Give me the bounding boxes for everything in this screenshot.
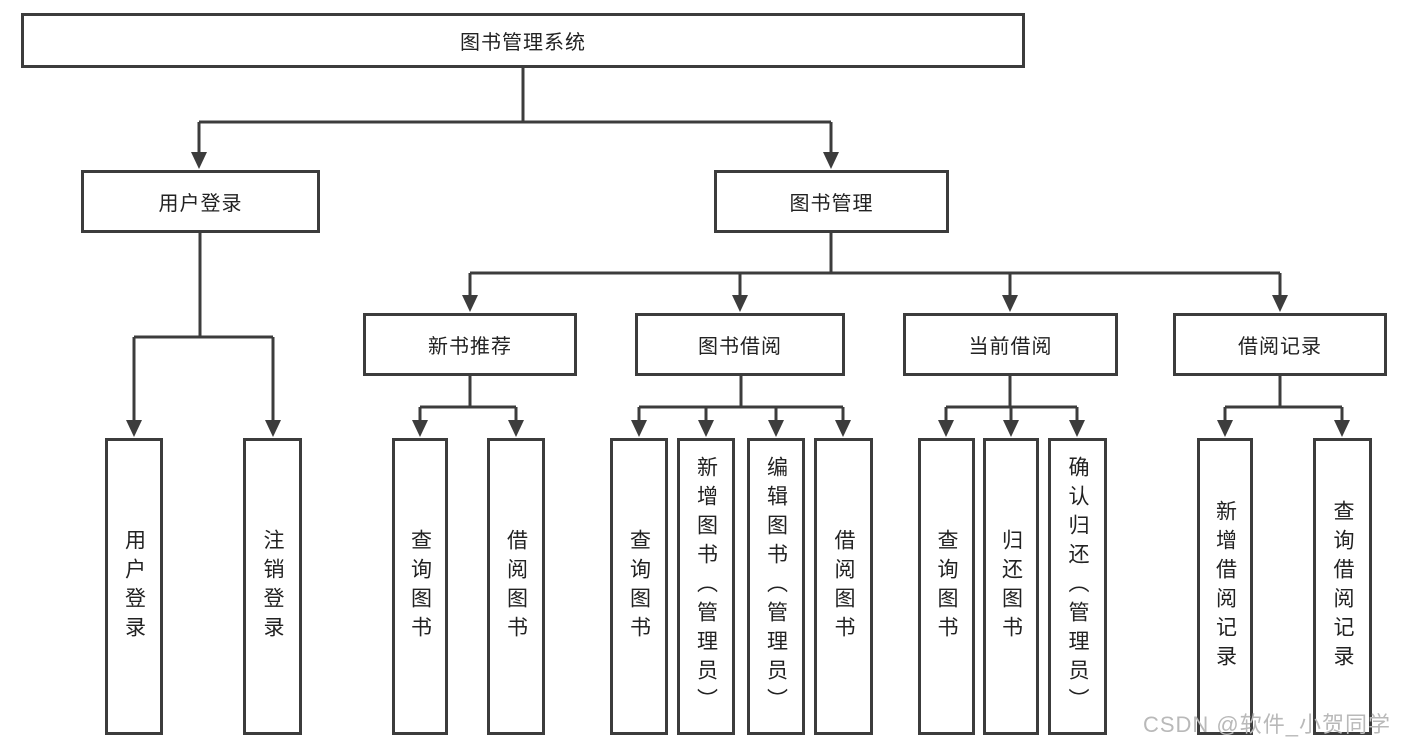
leaf-return-books: 归还图书 [983,438,1039,735]
leaf-confirm-return-admin: 确认归还（管理员） [1048,438,1107,735]
node-label: 查询借阅记录 [1331,499,1354,674]
leaf-query-books-current: 查询图书 [918,438,975,735]
node-label: 归还图书 [999,528,1023,645]
node-label: 确认归还（管理员） [1066,456,1089,717]
arrowheads [126,152,1350,437]
leaf-user-login: 用户登录 [105,438,163,735]
leaf-query-borrow-record: 查询借阅记录 [1313,438,1372,735]
node-label: 图书借阅 [698,336,782,358]
leaf-add-borrow-record: 新增借阅记录 [1197,438,1253,735]
node-label: 编辑图书（管理员） [764,456,788,717]
node-label: 用户登录 [122,528,146,645]
leaf-query-books-recommend: 查询图书 [392,438,448,735]
node-label: 注销登录 [261,528,284,645]
node-label: 借阅图书 [832,528,855,645]
node-label: 用户登录 [158,193,243,215]
node-label: 新增借阅记录 [1213,499,1237,674]
leaf-logout: 注销登录 [243,438,302,735]
node-label: 借阅图书 [504,528,528,645]
node-new-book-recommend: 新书推荐 [363,313,577,376]
leaf-borrow-books-recommend: 借阅图书 [487,438,545,735]
leaf-edit-books-admin: 编辑图书（管理员） [747,438,805,735]
leaf-borrow-books: 借阅图书 [814,438,873,735]
node-library-management-system: 图书管理系统 [21,13,1025,68]
leaf-query-books-borrow: 查询图书 [610,438,668,735]
csdn-watermark: CSDN @软件_小贺同学 [1142,712,1391,737]
node-label: 新增图书（管理员） [694,456,718,717]
node-borrow-records: 借阅记录 [1173,313,1387,376]
node-label: 查询图书 [627,528,651,645]
node-label: 查询图书 [935,528,958,645]
leaf-add-books-admin: 新增图书（管理员） [677,438,735,735]
node-current-borrow: 当前借阅 [903,313,1118,376]
node-label: 当前借阅 [968,336,1053,358]
node-label: 图书管理 [789,193,874,215]
node-user-login-branch: 用户登录 [81,170,320,233]
node-book-management-branch: 图书管理 [714,170,949,233]
node-label: 新书推荐 [428,336,512,358]
connector-paths [132,68,1344,422]
node-book-borrow: 图书借阅 [635,313,845,376]
node-label: 借阅记录 [1238,336,1322,358]
node-label: 查询图书 [408,528,432,645]
node-label: 图书管理系统 [460,32,586,54]
